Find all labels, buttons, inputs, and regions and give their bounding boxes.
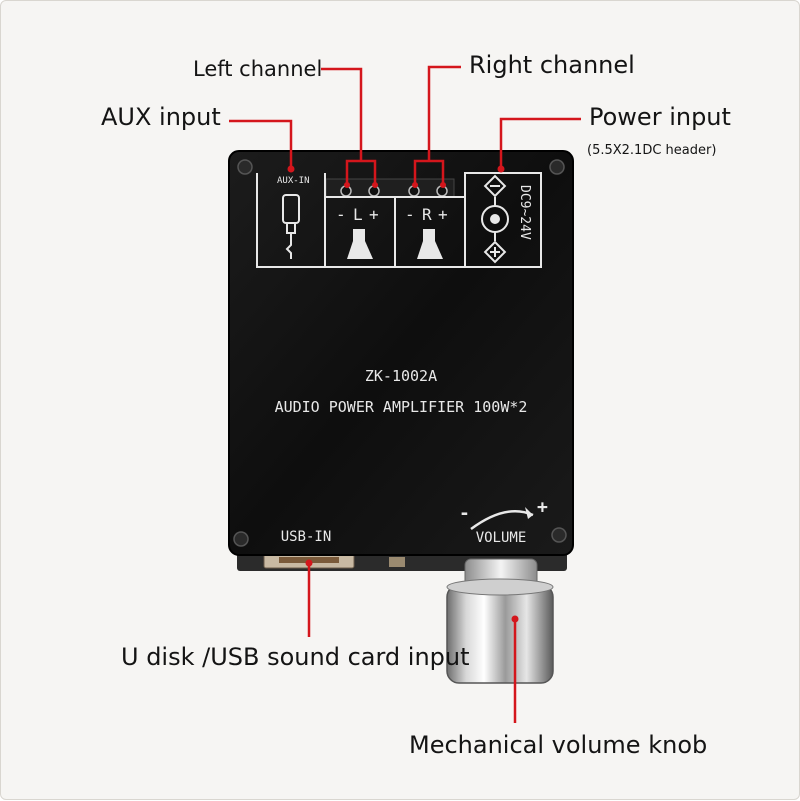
callout-dots	[287, 165, 519, 623]
left-channel-caption: Left channel	[193, 57, 323, 81]
speaker-icon	[417, 229, 443, 259]
power-input-caption: Power input	[589, 103, 731, 131]
left-channel-letter: L	[353, 205, 363, 224]
silkscreen-outline	[256, 172, 542, 268]
usb-input-caption: U disk /USB sound card input	[121, 643, 470, 671]
volume-plus-label: +	[537, 497, 548, 518]
usb-in-label: USB-IN	[281, 529, 332, 545]
volume-minus-label: -	[459, 503, 470, 524]
volume-arrow-head	[525, 507, 533, 519]
right-minus-label: -	[405, 205, 415, 224]
dc-polarity-icon	[481, 174, 509, 264]
aux-input-caption: AUX input	[101, 103, 221, 131]
aux-jack-icon	[282, 194, 300, 259]
screw-icon	[549, 159, 565, 175]
volume-label: VOLUME	[476, 530, 527, 546]
amplifier-board	[228, 150, 574, 556]
screw-icon	[551, 527, 567, 543]
board-component	[389, 557, 405, 567]
model-label: ZK-1002A	[365, 367, 437, 385]
description-label: AUDIO POWER AMPLIFIER 100W*2	[275, 398, 528, 416]
callout-lines	[229, 65, 581, 723]
left-plus-label: +	[369, 205, 379, 224]
right-channel-letter: R	[422, 205, 432, 224]
left-minus-label: -	[336, 205, 346, 224]
knob-top	[446, 578, 554, 596]
screw-icon	[233, 531, 249, 547]
screw-icon	[237, 159, 253, 175]
right-channel-caption: Right channel	[469, 51, 635, 79]
aux-in-silkscreen: AUX-IN	[277, 176, 310, 186]
volume-knob-caption: Mechanical volume knob	[409, 731, 708, 759]
right-plus-label: +	[438, 205, 448, 224]
power-input-note: (5.5X2.1DC header)	[587, 143, 717, 158]
speaker-icon	[347, 229, 373, 259]
dc-voltage-label: DC9~24V	[517, 185, 532, 240]
